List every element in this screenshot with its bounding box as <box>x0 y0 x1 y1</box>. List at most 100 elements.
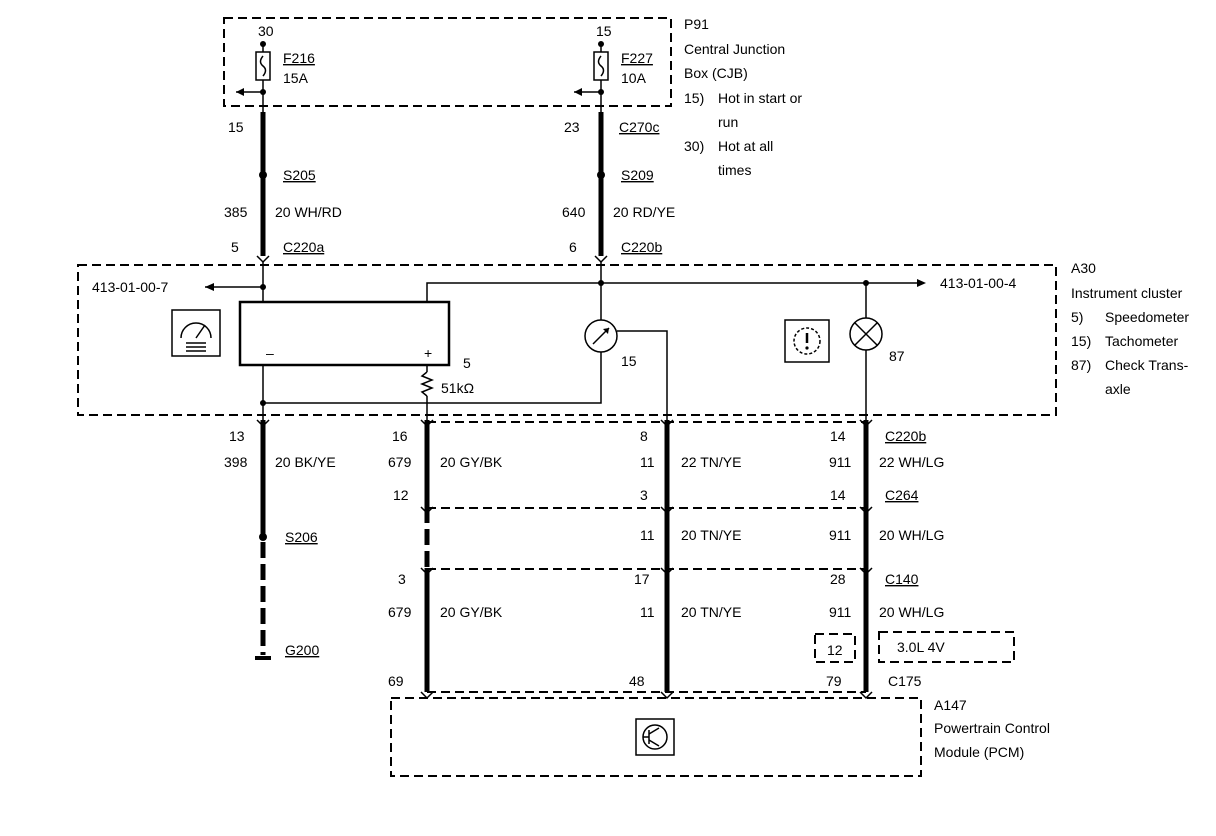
w2-pin: 16 <box>392 428 408 444</box>
cluster-ref-left: 413-01-00-7 <box>92 279 168 295</box>
engine-option-box <box>878 631 1015 663</box>
cjb-id: P91 <box>684 16 709 32</box>
connector-c220a: C220a <box>283 239 324 255</box>
cjb-name-line1: Central Junction <box>684 41 785 57</box>
cluster-name: Instrument cluster <box>1071 285 1183 301</box>
c140-w3-circuit: 11 <box>640 604 655 620</box>
w3-color: 22 TN/YE <box>681 454 741 470</box>
pin-12-box <box>814 633 856 663</box>
cjb-note30-line1: Hot at all <box>718 138 773 154</box>
cluster-ref-right: 413-01-00-4 <box>940 275 1016 291</box>
mid-w3-circuit: 11 <box>640 527 655 543</box>
cluster-n15-num: 15) <box>1071 333 1091 349</box>
w1-color: 20 BK/YE <box>275 454 336 470</box>
upper-left-circuit: 385 <box>224 204 248 220</box>
tachometer-icon <box>584 319 618 353</box>
fuse-f227-terminal: 15 <box>596 23 612 39</box>
label-5: 5 <box>463 355 471 371</box>
pin-12-label: 12 <box>827 642 843 658</box>
upper-left-color: 20 WH/RD <box>275 204 342 220</box>
fuse-f216-id: F216 <box>283 50 315 66</box>
connector-c175: C175 <box>888 673 922 689</box>
splice-s209: S209 <box>621 167 654 183</box>
w3-pin-c264: 3 <box>640 487 648 503</box>
cluster-n5-num: 5) <box>1071 309 1083 325</box>
pcm-name-line1: Powertrain Control <box>934 720 1050 736</box>
cjb-note30-num: 30) <box>684 138 704 154</box>
upper-right-circuit: 640 <box>562 204 586 220</box>
upper-right-color: 20 RD/YE <box>613 204 675 220</box>
cluster-n15-text: Tachometer <box>1105 333 1178 349</box>
cjb-right-arrow <box>574 88 582 96</box>
c140-w4-color: 20 WH/LG <box>879 604 944 620</box>
cjb-note15-num: 15) <box>684 90 704 106</box>
c140-w4-pin: 28 <box>830 571 846 587</box>
upper-left-pin-bottom: 5 <box>231 239 239 255</box>
upper-right-pin-bottom: 6 <box>569 239 577 255</box>
warning-gear-icon <box>784 319 830 363</box>
w3-circuit: 11 <box>640 454 655 470</box>
lamp-icon <box>849 317 883 351</box>
pcm-name-line2: Module (PCM) <box>934 744 1024 760</box>
upper-left-pin-top: 15 <box>228 119 244 135</box>
engine-option-label: 3.0L 4V <box>897 639 945 655</box>
fuse-f227-id: F227 <box>621 50 653 66</box>
w3-pin: 8 <box>640 428 648 444</box>
w2-pin-c264: 12 <box>393 487 409 503</box>
pcm-w4-pin: 79 <box>826 673 842 689</box>
cjb-name-line2: Box (CJB) <box>684 65 748 81</box>
c140-w2-pin: 3 <box>398 571 406 587</box>
cluster-id: A30 <box>1071 260 1096 276</box>
pcm-id: A147 <box>934 697 967 713</box>
connector-c270c: C270c <box>619 119 659 135</box>
label-87: 87 <box>889 348 905 364</box>
resistor-51k <box>419 371 435 397</box>
splice-s205-dot <box>259 171 267 179</box>
pcm-boundary <box>390 697 922 777</box>
pcm-w2-pin: 69 <box>388 673 404 689</box>
cjb-boundary <box>223 17 672 107</box>
cjb-note15-line2: run <box>718 114 738 130</box>
c140-w3-pin: 17 <box>634 571 650 587</box>
transistor-icon <box>635 718 675 756</box>
splice-s205: S205 <box>283 167 316 183</box>
w4-color: 22 WH/LG <box>879 454 944 470</box>
label-15: 15 <box>621 353 637 369</box>
splice-s206-dot <box>259 533 267 541</box>
mid-w4-circuit: 911 <box>829 527 852 543</box>
w1-pin: 13 <box>229 428 245 444</box>
w4-pin-c264: 14 <box>830 487 846 503</box>
cluster-n87-line1: Check Trans- <box>1105 357 1189 373</box>
speedometer-module <box>238 300 451 367</box>
w2-color: 20 GY/BK <box>440 454 503 470</box>
fuse-f227-rating: 10A <box>621 70 647 86</box>
upper-right-pin-top: 23 <box>564 119 580 135</box>
connector-c220b: C220b <box>885 428 926 444</box>
ref-left-arrow <box>205 283 214 291</box>
ground-g200: G200 <box>285 642 319 658</box>
cjb-note30-line2: times <box>718 162 751 178</box>
w4-circuit: 911 <box>829 454 852 470</box>
cjb-note15-line1: Hot in start or <box>718 90 802 106</box>
w1-circuit: 398 <box>224 454 248 470</box>
fuse-f216-rating: 15A <box>283 70 309 86</box>
ref-right-arrow <box>917 279 926 287</box>
splice-s206: S206 <box>285 529 318 545</box>
splice-s209-dot <box>597 171 605 179</box>
w2-circuit: 679 <box>388 454 412 470</box>
cluster-boundary <box>77 264 1057 416</box>
cluster-n87-line2: axle <box>1105 381 1131 397</box>
c140-w2-circuit: 679 <box>388 604 412 620</box>
connector-c264: C264 <box>885 487 919 503</box>
module-minus: – <box>266 345 274 361</box>
w4-pin: 14 <box>830 428 846 444</box>
connector-c220b-top: C220b <box>621 239 662 255</box>
cluster-n5-text: Speedometer <box>1105 309 1189 325</box>
speedometer-icon <box>171 309 221 357</box>
connector-c140: C140 <box>885 571 919 587</box>
fuse-f216-terminal: 30 <box>258 23 274 39</box>
cjb-left-arrow <box>236 88 244 96</box>
pcm-w3-pin: 48 <box>629 673 645 689</box>
mid-w3-color: 20 TN/YE <box>681 527 741 543</box>
